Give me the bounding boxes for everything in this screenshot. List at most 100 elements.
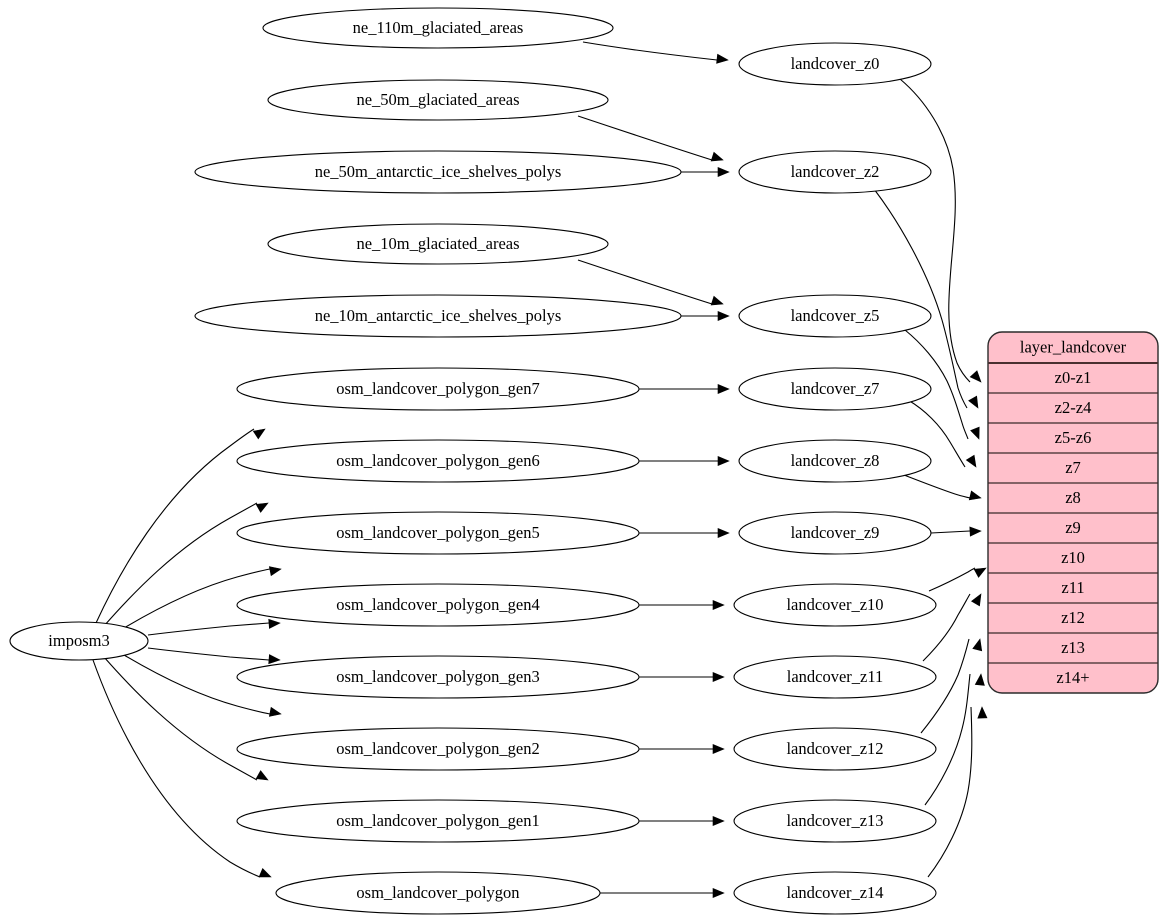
edge-imposm3-to-osm_landcover_polygon_gen7 [95,428,266,624]
node-ellipse-shape [262,7,614,49]
layer-landcover-table[interactable]: layer_landcoverz0-z1z2-z4z5-z6z7z8z9z10z… [987,331,1159,694]
arrow-head-icon [974,673,985,686]
edge-imposm3-to-osm_landcover_polygon_gen5 [123,566,282,629]
edge-imposm3-to-osm_landcover_polygon [92,659,272,878]
nodes-layer: imposm3 ne_110m_glaciated_areas ne_50m_gla… [9,7,937,915]
node-osm_landcover_polygon[interactable]: osm_landcover_polygon [275,871,601,915]
edge-line [123,568,271,629]
arrow-head-icon [258,867,272,878]
node-ellipse-shape [733,799,937,843]
node-ellipse-shape [236,655,640,699]
edge-line [582,41,718,61]
edge-line [577,259,713,305]
arrow-head-icon [712,887,725,899]
node-landcover_z12[interactable]: landcover_z12 [733,727,937,771]
arrow-head-icon [268,706,282,717]
arrow-head-icon [968,395,979,409]
node-ellipse-shape [738,42,932,86]
arrow-head-icon [971,593,982,607]
node-imposm3[interactable]: imposm3 [9,621,149,661]
node-ne_110m_glaciated_areas[interactable]: ne_110m_glaciated_areas [262,7,614,49]
arrow-head-icon [268,566,282,577]
edge-landcover_z11-to-row-z11 [922,593,982,662]
edge-osm_landcover_polygon_gen6-to-landcover_z8 [639,455,730,467]
edge-landcover_z2-to-row-z2-z4 [873,188,979,409]
node-ne_10m_glaciated_areas[interactable]: ne_10m_glaciated_areas [267,223,609,265]
edge-line [927,706,973,878]
edge-line [92,659,261,878]
node-ne_50m_antarctic_ice_shelves_polys[interactable]: ne_50m_antarctic_ice_shelves_polys [194,150,682,194]
arrow-head-icon [717,455,730,467]
edge-imposm3-to-osm_landcover_polygon_gen1 [103,656,269,781]
arrow-head-icon [712,743,725,755]
node-landcover_z5[interactable]: landcover_z5 [738,294,932,338]
edge-ne_110m_glaciated_areas-to-landcover_z0 [582,41,729,64]
node-ellipse-shape [738,367,932,411]
node-ne_10m_antarctic_ice_shelves_polys[interactable]: ne_10m_antarctic_ice_shelves_polys [194,294,682,338]
node-landcover_z10[interactable]: landcover_z10 [733,583,937,627]
node-landcover_z14[interactable]: landcover_z14 [733,871,937,915]
edge-landcover_z9-to-row-z9 [930,526,982,537]
node-osm_landcover_polygon_gen2[interactable]: osm_landcover_polygon_gen2 [236,727,640,771]
edges-layer [92,41,988,899]
node-ellipse-shape [194,150,682,194]
node-landcover_z11[interactable]: landcover_z11 [733,655,937,699]
node-ellipse-shape [236,727,640,771]
node-ellipse-shape [738,150,932,194]
node-ellipse-shape [733,655,937,699]
node-osm_landcover_polygon_gen3[interactable]: osm_landcover_polygon_gen3 [236,655,640,699]
edge-osm_landcover_polygon_gen5-to-landcover_z9 [639,527,730,539]
node-osm_landcover_polygon_gen1[interactable]: osm_landcover_polygon_gen1 [236,799,640,843]
node-osm_landcover_polygon_gen7[interactable]: osm_landcover_polygon_gen7 [236,367,640,411]
arrow-head-icon [977,706,988,719]
edge-imposm3-to-osm_landcover_polygon_gen2 [123,654,282,717]
arrow-head-icon [717,383,730,395]
arrow-head-icon [970,426,980,440]
edge-landcover_z12-to-row-z12 [920,638,983,734]
edge-imposm3-to-osm_landcover_polygon_gen6 [103,502,269,627]
node-osm_landcover_polygon_gen5[interactable]: osm_landcover_polygon_gen5 [236,511,640,555]
arrow-head-icon [710,295,724,306]
edge-line [903,474,971,499]
edge-landcover_z0-to-row-z0-z1 [899,78,982,383]
arrow-head-icon [710,151,724,162]
arrow-head-icon [972,638,983,652]
node-landcover_z9[interactable]: landcover_z9 [738,511,932,555]
node-ellipse-shape [236,799,640,843]
node-osm_landcover_polygon_gen4[interactable]: osm_landcover_polygon_gen4 [236,583,640,627]
edge-line [103,656,258,781]
edge-line [924,673,971,806]
edge-osm_landcover_polygon_gen2-to-landcover_z12 [639,743,725,755]
arrow-head-icon [712,599,725,611]
node-osm_landcover_polygon_gen6[interactable]: osm_landcover_polygon_gen6 [236,439,640,483]
edge-line [930,530,971,534]
arrow-head-icon [712,815,725,827]
node-landcover_z7[interactable]: landcover_z7 [738,367,932,411]
edge-line [577,115,713,161]
edge-imposm3-to-osm_landcover_polygon_gen3 [147,647,281,665]
node-landcover_z0[interactable]: landcover_z0 [738,42,932,86]
node-ne_50m_glaciated_areas[interactable]: ne_50m_glaciated_areas [267,79,609,121]
node-landcover_z2[interactable]: landcover_z2 [738,150,932,194]
edge-imposm3-to-osm_landcover_polygon_gen4 [147,618,281,636]
node-landcover_z13[interactable]: landcover_z13 [733,799,937,843]
arrow-head-icon [968,490,982,501]
edge-line [873,188,968,409]
node-ellipse-shape [275,871,601,915]
arrow-head-icon [712,671,725,683]
edge-ne_10m_glaciated_areas-to-landcover_z5 [577,259,724,306]
edge-line [103,502,258,627]
edge-line [95,428,255,624]
node-ellipse-shape [9,621,149,661]
arrow-head-icon [255,770,269,781]
node-landcover_z8[interactable]: landcover_z8 [738,439,932,483]
node-ellipse-shape [733,871,937,915]
edge-ne_10m_antarctic_ice_shelves_polys-to-landcover_z5 [681,310,730,322]
arrow-head-icon [268,654,281,665]
arrow-head-icon [268,618,281,629]
arrow-head-icon [969,370,982,383]
edge-line [907,399,966,468]
node-ellipse-shape [267,223,609,265]
